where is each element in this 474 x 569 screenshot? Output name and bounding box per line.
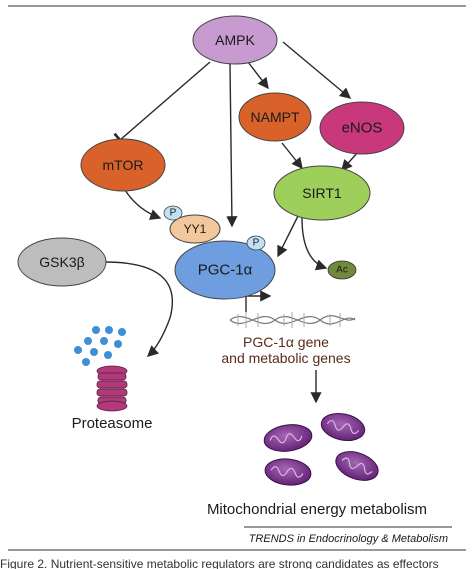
proteasome-label: Proteasome <box>72 415 153 432</box>
peptide-fragments-icon <box>74 326 126 366</box>
mtor-node: mTOR <box>80 138 166 192</box>
mitochondria-group <box>263 412 379 486</box>
mitochondrion-icon <box>263 424 313 452</box>
mtor-label: mTOR <box>103 157 144 173</box>
mitochondrion-icon <box>320 412 366 442</box>
yy1-label: YY1 <box>184 222 207 236</box>
edges <box>104 41 359 404</box>
mitochondrion-icon <box>335 451 379 481</box>
edge-ampk-to-enos <box>282 41 352 99</box>
enos-node: eNOS <box>319 101 405 155</box>
edge-sirt1-to-ac <box>301 217 328 271</box>
pgc1a-phospho-badge: P <box>246 235 266 251</box>
ampk-node: AMPK <box>192 15 278 65</box>
enos-label: eNOS <box>342 120 383 137</box>
yy1-phospho-badge: P <box>163 205 183 221</box>
journal-label: TRENDS in Endocrinology & Metabolism <box>249 533 448 545</box>
nampt-node: NAMPT <box>238 92 312 142</box>
edge-mtor-to-yy1 <box>124 189 162 220</box>
figure-caption: Figure 2. Nutrient-sensitive metabolic r… <box>0 558 439 569</box>
gene-label-line2: and metabolic genes <box>221 350 350 366</box>
edge-ampk-to-pgc1a <box>226 63 238 228</box>
pgc1a-phospho-label: P <box>253 238 260 249</box>
proteasome-icon <box>96 365 128 412</box>
pgc1a-node: PGC-1α <box>174 240 276 300</box>
pgc1a-label: PGC-1α <box>198 262 253 279</box>
edge-ampk-inhibits-mtor <box>113 61 211 148</box>
edge-gsk3b-to-proteasome <box>104 261 174 357</box>
yy1-node: YY1 <box>169 214 221 244</box>
sirt1-label: SIRT1 <box>302 185 342 201</box>
edge-ampk-to-nampt <box>247 61 269 90</box>
gsk3b-label: GSK3β <box>39 254 84 270</box>
edge-sirt1-to-pgc1a <box>277 215 299 258</box>
edge-pgc1a-to-gene <box>245 290 272 312</box>
sirt1-node: SIRT1 <box>273 165 371 221</box>
mito-label: Mitochondrial energy metabolism <box>207 501 427 518</box>
ampk-label: AMPK <box>215 32 255 48</box>
edge-enos-to-sirt1 <box>341 151 359 172</box>
gene-label-line1: PGC-1α gene <box>243 334 329 350</box>
nampt-label: NAMPT <box>251 109 300 125</box>
edge-nampt-to-sirt1 <box>281 142 303 170</box>
gsk3b-node: GSK3β <box>17 237 107 287</box>
acetyl-label: Ac <box>336 265 348 276</box>
dna-helix-icon <box>229 312 356 328</box>
acetyl-badge: Ac <box>327 260 357 280</box>
mitochondrion-icon <box>264 458 312 486</box>
yy1-phospho-label: P <box>170 208 177 219</box>
